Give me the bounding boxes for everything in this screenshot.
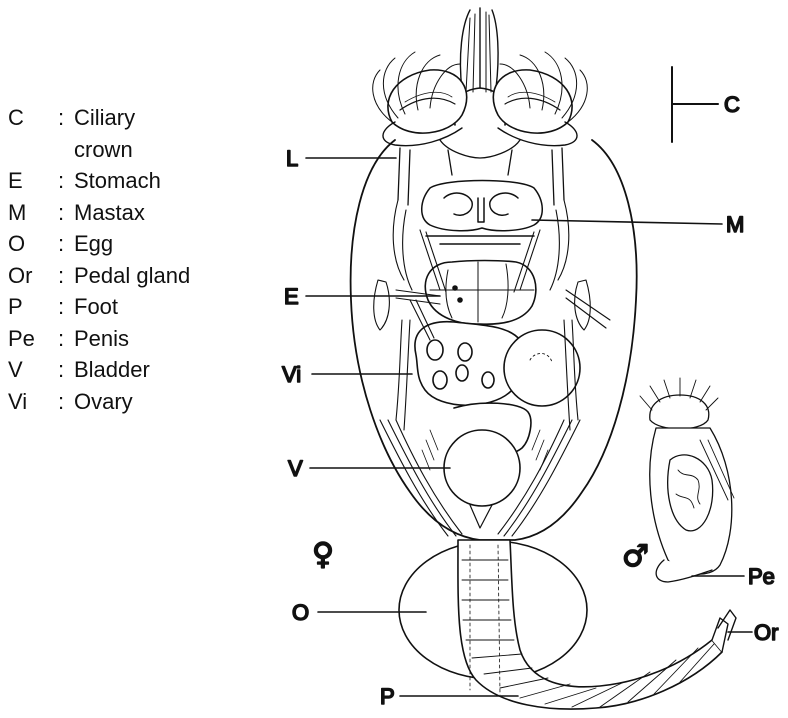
label-l: L: [286, 146, 298, 171]
label-p: P: [380, 684, 395, 709]
label-v: V: [288, 456, 303, 481]
male-symbol: ♂: [622, 539, 649, 574]
label-pe: Pe: [748, 564, 775, 589]
stomach: [425, 261, 536, 325]
male-rotifer: [640, 378, 734, 582]
label-c: C: [724, 92, 740, 117]
label-vi: Vi: [282, 362, 301, 387]
label-e: E: [284, 284, 299, 309]
label-m: M: [726, 212, 744, 237]
label-or: Or: [754, 620, 778, 645]
female-symbol: ♀: [312, 537, 334, 572]
oocyte: [504, 330, 580, 406]
label-o: O: [292, 600, 309, 625]
scale-bar: [672, 67, 718, 142]
ciliary-crown: [373, 8, 588, 146]
